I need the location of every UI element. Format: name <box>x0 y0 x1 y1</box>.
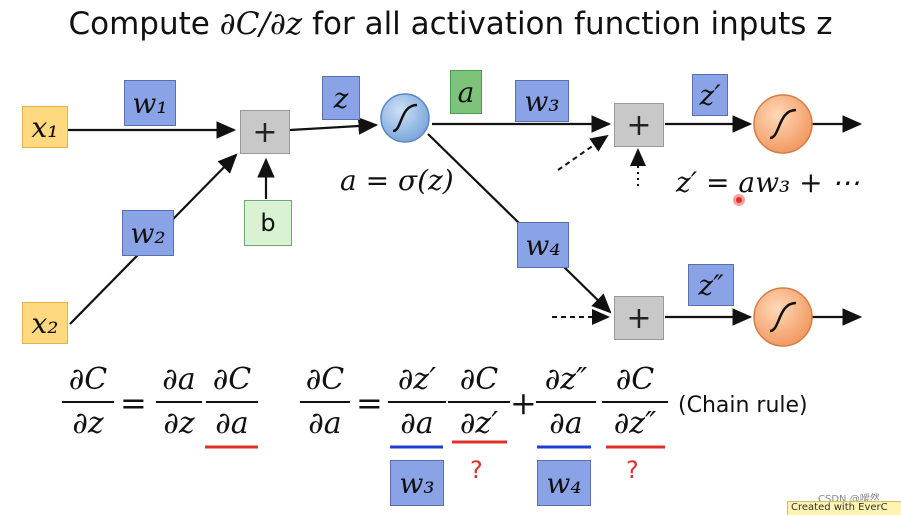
page-title: Compute ∂C/∂z for all activation functio… <box>68 6 833 42</box>
edge-dashed-top <box>557 134 609 171</box>
title-math: ∂C/∂z <box>219 6 303 42</box>
equation-z-prime: z′ = aw₃ + ⋯ <box>676 166 860 199</box>
weight-w3: w₃ <box>515 80 569 122</box>
formula2-term2: ∂C∂z′ <box>448 362 510 442</box>
formula2-term3: ∂z″∂a <box>536 362 596 442</box>
edge-plus-sigmoid <box>289 117 379 135</box>
answer-w3: w₃ <box>390 460 444 506</box>
weight-w4: w₄ <box>517 222 569 268</box>
answer-w4: w₄ <box>537 460 591 506</box>
sum-node-top: + <box>614 103 664 147</box>
evercam-watermark: Created with EverC <box>787 501 901 515</box>
sigmoid-node-main <box>380 93 430 143</box>
question-mark-1: ? <box>470 456 483 484</box>
formula2-equals: = <box>356 384 383 422</box>
sum-node-main: + <box>240 110 290 154</box>
input-x1: x₁ <box>22 106 68 148</box>
input-x2: x₂ <box>22 302 68 344</box>
equation-a-sigma: a = σ(z) <box>340 164 454 197</box>
formula2-plus: + <box>510 384 537 422</box>
bias-b: b <box>244 200 292 246</box>
weight-w1: w₁ <box>124 80 176 126</box>
csdn-watermark: CSDN @嗳然 <box>818 494 880 505</box>
sum-node-bottom: + <box>614 296 664 340</box>
formula2-term4: ∂C∂z″ <box>602 362 668 442</box>
formula1-lhs: ∂C∂z <box>62 362 114 442</box>
sigmoid-node-top <box>753 94 813 154</box>
value-z: z <box>322 76 360 120</box>
formula1-equals: = <box>120 384 147 422</box>
question-mark-2: ? <box>626 456 639 484</box>
value-a: a <box>450 70 482 114</box>
formula2-term1: ∂z′∂a <box>388 362 446 442</box>
sigmoid-node-bottom <box>753 287 813 347</box>
formula2-lhs: ∂C∂a <box>300 362 350 442</box>
weight-w2: w₂ <box>122 210 174 256</box>
formula1-factor1: ∂a∂z <box>156 362 202 442</box>
value-z-prime: z′ <box>692 74 728 116</box>
value-z-double-prime: z″ <box>688 264 734 306</box>
chain-rule-note: (Chain rule) <box>678 393 808 418</box>
formula1-factor2: ∂C∂a <box>206 362 258 442</box>
